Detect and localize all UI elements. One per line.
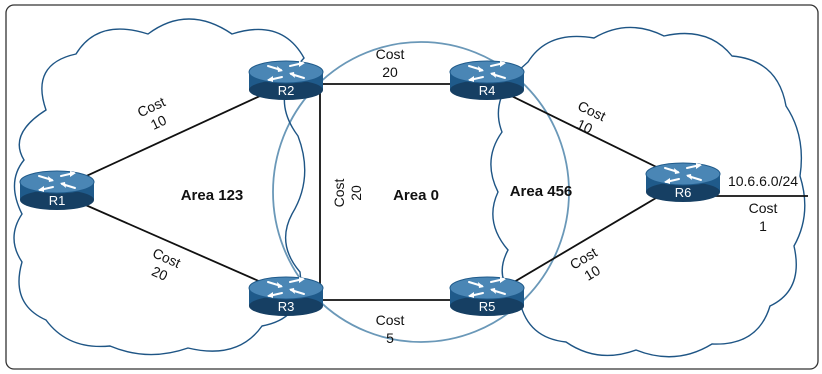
area-456-cloud xyxy=(490,26,806,358)
router-label: R2 xyxy=(278,83,295,98)
cost-value: 10 xyxy=(581,262,603,284)
diagram-frame xyxy=(5,4,819,370)
link-r1-r3 xyxy=(55,191,287,294)
link-r5-r6 xyxy=(486,181,684,299)
cost-word: Cost xyxy=(376,312,405,328)
cost-value: 5 xyxy=(386,330,394,346)
cost-word: Cost xyxy=(376,46,405,62)
cost-value: 20 xyxy=(382,64,398,80)
router-r5[interactable]: R5 xyxy=(449,276,525,317)
cost-label-r2-r3: Cost 20 xyxy=(331,179,364,208)
area-0-label: Area 0 xyxy=(393,187,439,204)
router-r3[interactable]: R3 xyxy=(248,276,324,317)
cost-value: 10 xyxy=(574,116,595,137)
cost-label-r6-network: Cost 1 xyxy=(749,200,778,234)
cost-value: 20 xyxy=(149,263,170,284)
cost-label-r3-r5: Cost 5 xyxy=(376,312,405,346)
area-456-label: Area 456 xyxy=(510,183,573,200)
router-r1[interactable]: R1 xyxy=(19,170,95,211)
cost-label-r2-r4: Cost 20 xyxy=(376,46,405,80)
router-label: R4 xyxy=(479,83,496,98)
cost-word: Cost xyxy=(749,200,778,216)
cost-value: 1 xyxy=(759,218,767,234)
router-label: R5 xyxy=(479,299,496,314)
cost-value: 10 xyxy=(148,112,169,133)
network-prefix-label: 10.6.6.0/24 xyxy=(728,173,798,189)
area-123-label: Area 123 xyxy=(181,187,244,204)
router-label: R1 xyxy=(49,193,66,208)
cost-value: 20 xyxy=(348,185,364,201)
router-r2[interactable]: R2 xyxy=(248,60,324,101)
link-r4-r6 xyxy=(486,83,684,181)
router-r6[interactable]: R6 xyxy=(645,162,721,203)
cost-word: Cost xyxy=(331,179,347,208)
link-r1-r2 xyxy=(55,83,287,191)
router-label: R6 xyxy=(675,185,692,200)
router-r4[interactable]: R4 xyxy=(449,60,525,101)
router-label: R3 xyxy=(278,299,295,314)
area-0-boundary xyxy=(272,41,570,343)
